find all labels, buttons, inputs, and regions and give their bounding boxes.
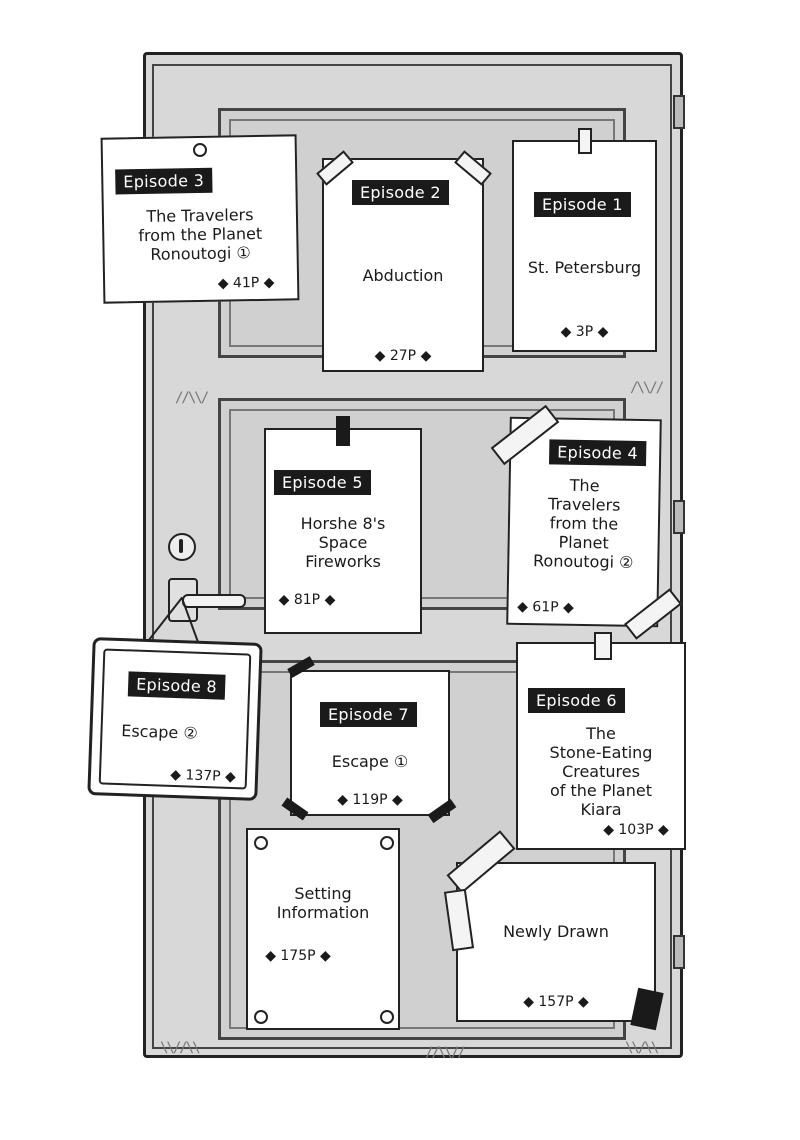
episode-label: Episode 8: [127, 671, 226, 700]
episode-title: The Stone-Eating Creatures of the Planet…: [549, 724, 653, 819]
episode-label: Episode 4: [549, 439, 647, 467]
episode-label: Episode 6: [528, 688, 625, 713]
episode-label: Episode 1: [534, 192, 631, 217]
episode-page: ◆ 81P ◆: [278, 592, 336, 608]
pin-icon: [380, 836, 394, 850]
episode-label: Episode 7: [320, 702, 417, 727]
hinge-top: [673, 95, 685, 129]
grass-mark: //\\//: [425, 1045, 466, 1061]
hinge-bottom: [673, 935, 685, 969]
episode-8-sign[interactable]: Episode 8 Escape ② ◆ 137P ◆: [87, 637, 263, 801]
episode-4-card[interactable]: Episode 4 The Travelers from the Planet …: [506, 416, 662, 628]
grass-mark: \\/\\: [625, 1040, 659, 1056]
episode-6-card[interactable]: Episode 6 The Stone-Eating Creatures of …: [516, 642, 686, 850]
episode-page: ◆ 27P ◆: [374, 348, 432, 364]
pin-icon: [254, 836, 268, 850]
episode-title: The Travelers from the Planet Ronoutogi …: [532, 475, 634, 572]
door-handle: [182, 594, 246, 608]
episode-label: Episode 3: [115, 167, 213, 195]
door-frame: [152, 64, 672, 1049]
episode-title: Abduction: [362, 266, 444, 285]
episode-title: The Travelers from the Planet Ronoutogi …: [138, 205, 263, 264]
pin-icon: [380, 1010, 394, 1024]
episode-5-card[interactable]: Episode 5 Horshe 8's Space Fireworks ◆ 8…: [264, 428, 422, 634]
setting-information-card[interactable]: Setting Information ◆ 175P ◆: [246, 828, 400, 1030]
pin-icon: [254, 1010, 268, 1024]
episode-7-card[interactable]: Episode 7 Escape ① ◆ 119P ◆: [290, 670, 450, 816]
pin-icon: [193, 143, 207, 157]
tape: [336, 416, 350, 446]
episode-title: Horshe 8's Space Fireworks: [300, 514, 386, 571]
episode-label: Episode 2: [352, 180, 449, 205]
extra-page: ◆ 175P ◆: [265, 948, 331, 964]
episode-page: ◆ 3P ◆: [560, 324, 609, 340]
newly-drawn-card[interactable]: Newly Drawn ◆ 157P ◆: [456, 862, 656, 1022]
extra-title: Newly Drawn: [503, 922, 609, 941]
episode-title: Escape ①: [331, 752, 409, 771]
episode-page: ◆ 61P ◆: [517, 598, 574, 616]
episode-3-card[interactable]: Episode 3 The Travelers from the Planet …: [100, 134, 300, 304]
episode-label: Episode 5: [274, 470, 371, 495]
extra-page: ◆ 157P ◆: [523, 994, 589, 1010]
hinge-middle: [673, 500, 685, 534]
grass-mark: /\\//: [630, 380, 664, 396]
extra-title: Setting Information: [276, 884, 370, 922]
episode-page: ◆ 41P ◆: [217, 274, 275, 292]
tape: [594, 632, 612, 660]
episode-page: ◆ 103P ◆: [603, 822, 669, 838]
lock-icon: [168, 533, 196, 561]
episode-title: St. Petersburg: [527, 258, 642, 277]
tape: [578, 128, 592, 154]
episode-1-card[interactable]: Episode 1 St. Petersburg ◆ 3P ◆: [512, 140, 657, 352]
episode-page: ◆ 119P ◆: [337, 792, 403, 808]
episode-2-card[interactable]: Episode 2 Abduction ◆ 27P ◆: [322, 158, 484, 372]
grass-mark: //\\/: [175, 390, 209, 406]
grass-mark: \\//\\: [160, 1040, 201, 1056]
